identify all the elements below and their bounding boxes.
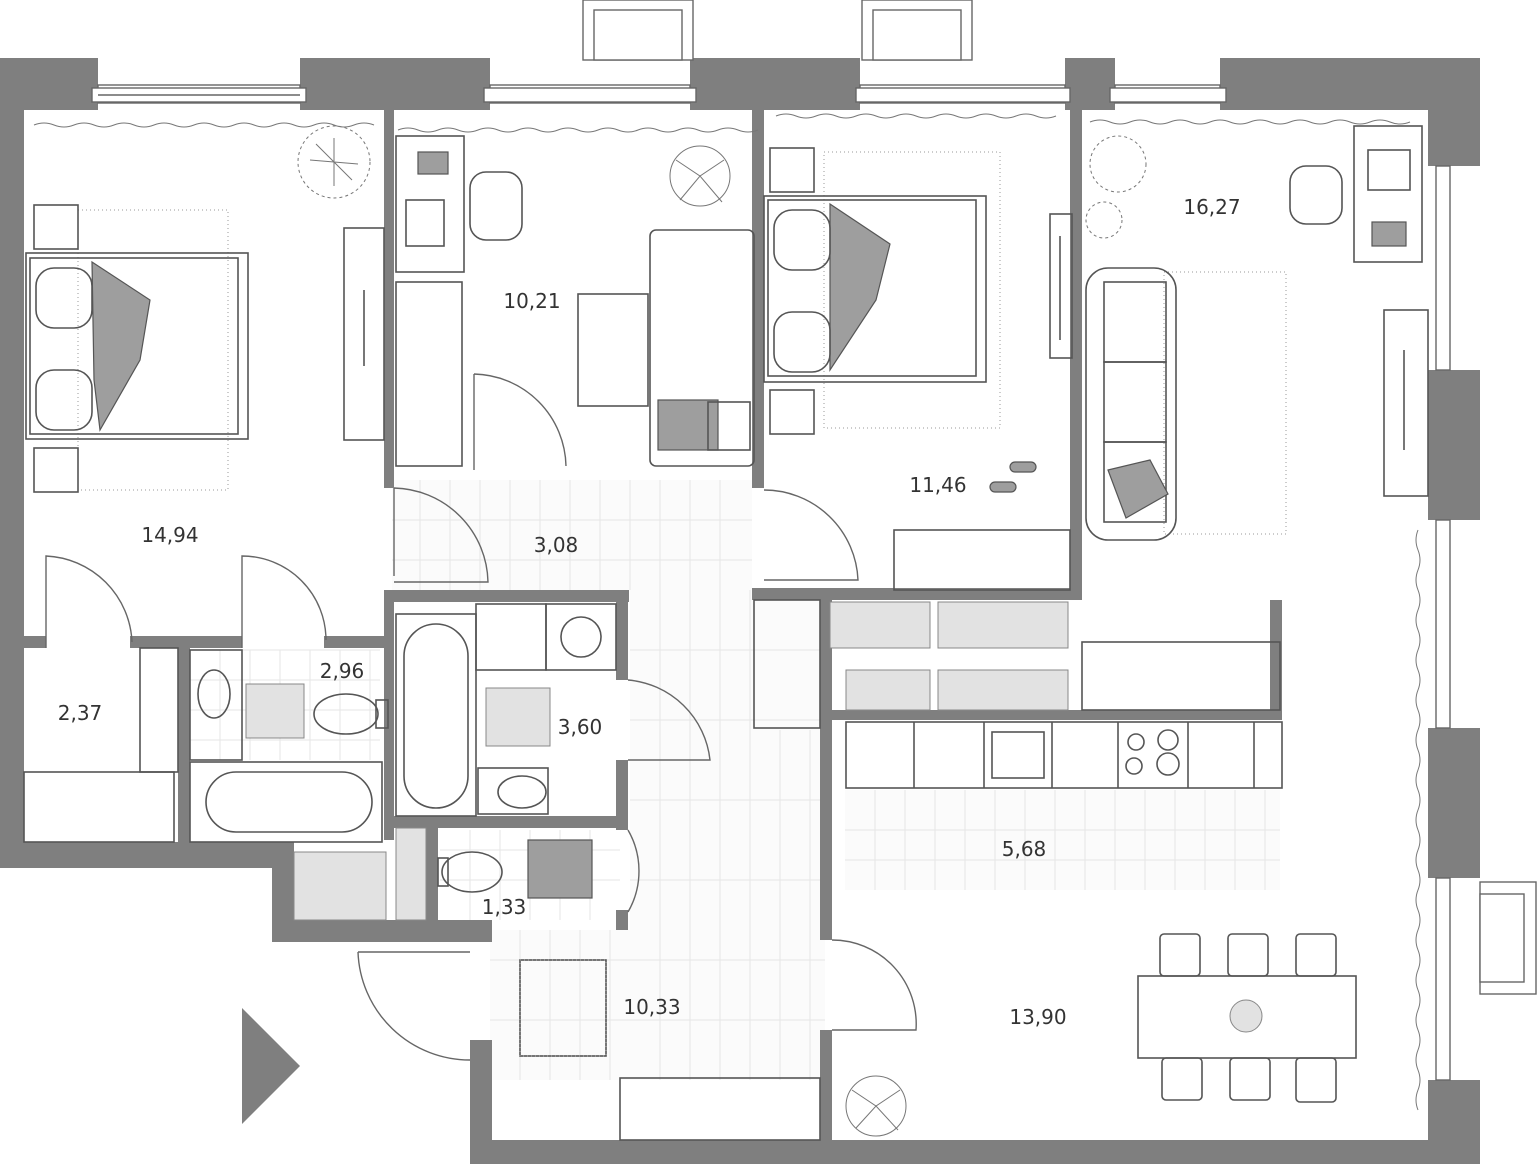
area-label-bedroom-1: 14,94 [141,523,198,547]
bedroom-3-furniture [763,147,1073,591]
living-room-furniture [1081,125,1429,711]
area-label-bedroom-2: 10,21 [503,289,560,313]
bed-icon [763,195,987,383]
area-label-living-room: 16,27 [1183,195,1240,219]
bed-icon [25,252,249,440]
hall-floor-tiles [190,480,1280,1080]
bathtub-icon [189,761,383,843]
area-label-bedroom-3: 11,46 [909,473,966,497]
sink-icon [197,669,231,719]
windows [33,0,1537,1111]
plant-icon [669,145,731,207]
area-label-hall: 3,08 [534,533,579,557]
toilet-icon [441,851,503,893]
area-label-closet: 2,37 [58,701,103,725]
sofa-icon [1085,267,1177,541]
desk-icon [1353,125,1423,263]
stove-icon [1125,729,1180,776]
area-label-entrance-hall: 10,33 [623,995,680,1019]
walls [0,58,1480,1164]
area-labels: 14,94 10,21 11,46 16,27 3,08 2,37 2,96 3… [58,195,1241,1029]
chair-icon [469,171,523,241]
area-label-kitchen: 5,68 [1002,837,1047,861]
area-label-bathroom-1: 2,96 [320,659,365,683]
doors [45,373,917,1124]
area-label-dining-room: 13,90 [1009,1005,1066,1029]
desk-icon [395,135,465,273]
sink-icon [497,775,547,809]
plant-icon [1085,201,1123,239]
bedroom-2-furniture [395,135,755,467]
plant-icon [297,125,371,199]
kitchen-dining [845,721,1357,1137]
plant-icon [1089,135,1147,193]
chair-icon [1289,165,1343,225]
bathroom-fixtures [189,603,617,899]
bedroom-1-furniture [25,125,385,493]
area-label-toilet: 1,33 [482,895,527,919]
plant-icon [845,1075,907,1137]
area-label-bathroom-2: 3,60 [558,715,603,739]
toilet-icon [313,693,379,735]
hall-furniture [23,599,1069,1141]
entrance-arrow-icon [242,1008,300,1124]
